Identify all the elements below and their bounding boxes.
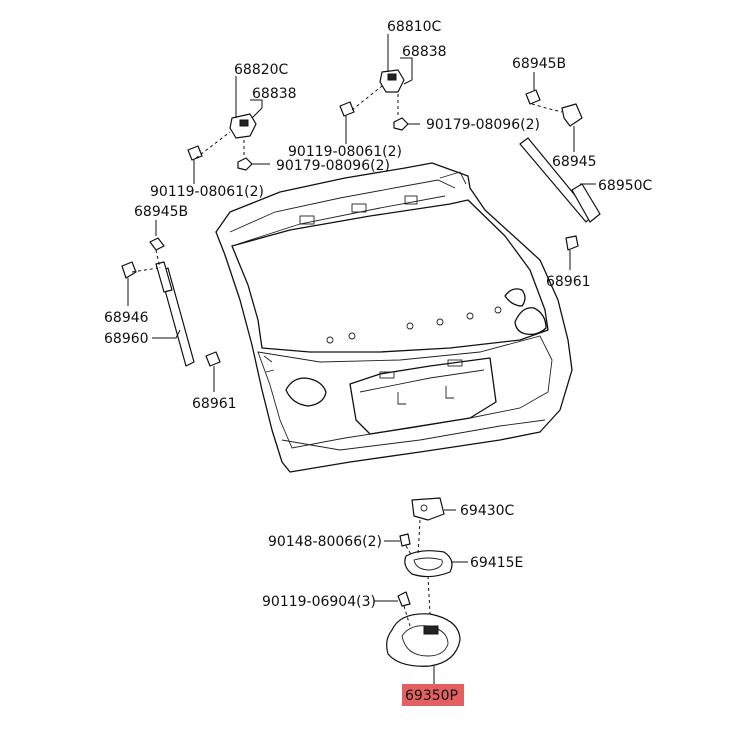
leader-lines xyxy=(127,34,596,684)
pad-69415E xyxy=(404,550,453,578)
ball-stud-68961-left xyxy=(205,351,221,367)
bolt-90148 xyxy=(399,533,411,547)
label-69415E: 69415E xyxy=(470,555,523,571)
label-68946: 68946 xyxy=(104,310,149,326)
hinge-68810C xyxy=(379,69,405,93)
nut-90179-upper xyxy=(393,117,409,131)
ball-stud-68961-right xyxy=(565,235,579,251)
highlight-69350P xyxy=(402,684,464,706)
label-68945: 68945 xyxy=(552,154,597,170)
label-90119-lower: 90119-06904(3) xyxy=(262,594,376,610)
label-68960: 68960 xyxy=(104,331,149,347)
label-69350P: 69350P xyxy=(405,688,458,704)
label-68961-left: 68961 xyxy=(192,396,237,412)
label-68950C: 68950C xyxy=(598,178,653,194)
label-90179-left: 90179-08096(2) xyxy=(276,158,390,174)
bracket-69430C xyxy=(411,497,445,521)
label-68945B-right: 68945B xyxy=(512,56,566,72)
label-68961-right: 68961 xyxy=(546,274,591,290)
label-90119-upper: 90119-08061(2) xyxy=(288,144,402,160)
label-68810C: 68810C xyxy=(387,19,442,35)
label-68945B-left: 68945B xyxy=(134,204,188,220)
back-door-panel xyxy=(215,162,573,473)
hinge-68820C xyxy=(229,113,257,139)
part-labels: 68810C 68838 68820C 68838 68945B 90179-0… xyxy=(104,19,653,704)
label-68820C: 68820C xyxy=(234,62,289,78)
label-68838-top: 68838 xyxy=(402,44,447,60)
label-90148: 90148-80066(2) xyxy=(268,534,382,550)
nut-90179-left xyxy=(237,157,253,171)
handle-69350P xyxy=(386,613,461,667)
strut-68950C xyxy=(519,137,601,223)
ball-stud-68945B-left xyxy=(149,230,165,251)
bracket-68945 xyxy=(561,103,583,127)
label-68838-left: 68838 xyxy=(252,86,297,102)
label-69430C: 69430C xyxy=(460,503,515,519)
strut-68960 xyxy=(155,261,195,367)
ball-stud-68945B-right xyxy=(525,89,541,105)
bracket-68946 xyxy=(121,261,137,279)
bolt-90119-lower xyxy=(397,591,411,607)
bolt-90119-left xyxy=(187,145,203,161)
bolt-90119-upper xyxy=(339,101,355,117)
label-90119-left: 90119-08061(2) xyxy=(150,184,264,200)
label-90179-upper: 90179-08096(2) xyxy=(426,117,540,133)
